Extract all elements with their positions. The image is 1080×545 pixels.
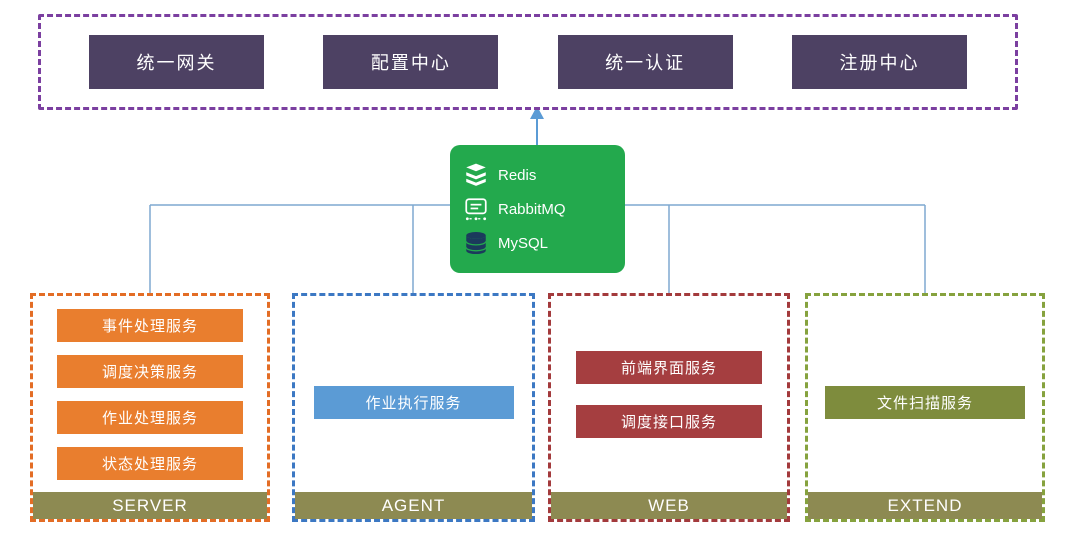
group-agent-content: 作业执行服务	[295, 296, 532, 492]
service-frontend-ui: 前端界面服务	[576, 350, 762, 384]
group-extend: 文件扫描服务 EXTEND	[805, 293, 1045, 522]
service-schedule-api: 调度接口服务	[576, 404, 762, 438]
middleware-row-rabbitmq: RabbitMQ	[463, 196, 625, 222]
redis-icon	[466, 163, 486, 186]
group-web-band: WEB	[551, 492, 787, 519]
group-server-content: 事件处理服务 调度决策服务 作业处理服务 状态处理服务	[33, 296, 267, 492]
middleware-label: MySQL	[498, 234, 549, 252]
group-web: 前端界面服务 调度接口服务 WEB	[548, 293, 790, 522]
box-registry-center: 注册中心	[791, 35, 967, 89]
middleware-label: Redis	[498, 166, 537, 184]
box-label: 配置中心	[370, 53, 451, 73]
service-status-processing: 状态处理服务	[57, 446, 243, 480]
box-label: 注册中心	[839, 53, 920, 73]
middleware-label: RabbitMQ	[498, 200, 566, 218]
mysql-icon	[465, 231, 487, 255]
service-file-scan: 文件扫描服务	[825, 385, 1025, 419]
platform-band: 统一网关 配置中心 统一认证 注册中心	[38, 14, 1018, 110]
service-job-processing: 作业处理服务	[57, 400, 243, 434]
service-schedule-decision: 调度决策服务	[57, 354, 243, 388]
box-label: 统一认证	[605, 53, 686, 73]
middleware-row-redis: Redis	[463, 162, 625, 188]
box-unified-gateway: 统一网关	[89, 35, 264, 89]
up-arrowhead	[530, 106, 544, 119]
middleware-row-mysql: MySQL	[463, 230, 625, 256]
service-event-processing: 事件处理服务	[57, 308, 243, 342]
rabbitmq-icon	[465, 198, 487, 221]
group-server-band: SERVER	[33, 492, 267, 519]
service-job-execution: 作业执行服务	[313, 385, 514, 419]
group-web-content: 前端界面服务 调度接口服务	[551, 296, 787, 492]
middleware-box: Redis RabbitMQ MySQ	[450, 145, 625, 273]
group-agent-band: AGENT	[295, 492, 532, 519]
group-extend-band: EXTEND	[808, 492, 1042, 519]
group-agent: 作业执行服务 AGENT	[292, 293, 535, 522]
box-label: 统一网关	[136, 53, 217, 73]
group-extend-content: 文件扫描服务	[808, 296, 1042, 492]
box-config-center: 配置中心	[323, 35, 499, 89]
group-server: 事件处理服务 调度决策服务 作业处理服务 状态处理服务 SERVER	[30, 293, 270, 522]
box-unified-auth: 统一认证	[557, 35, 733, 89]
